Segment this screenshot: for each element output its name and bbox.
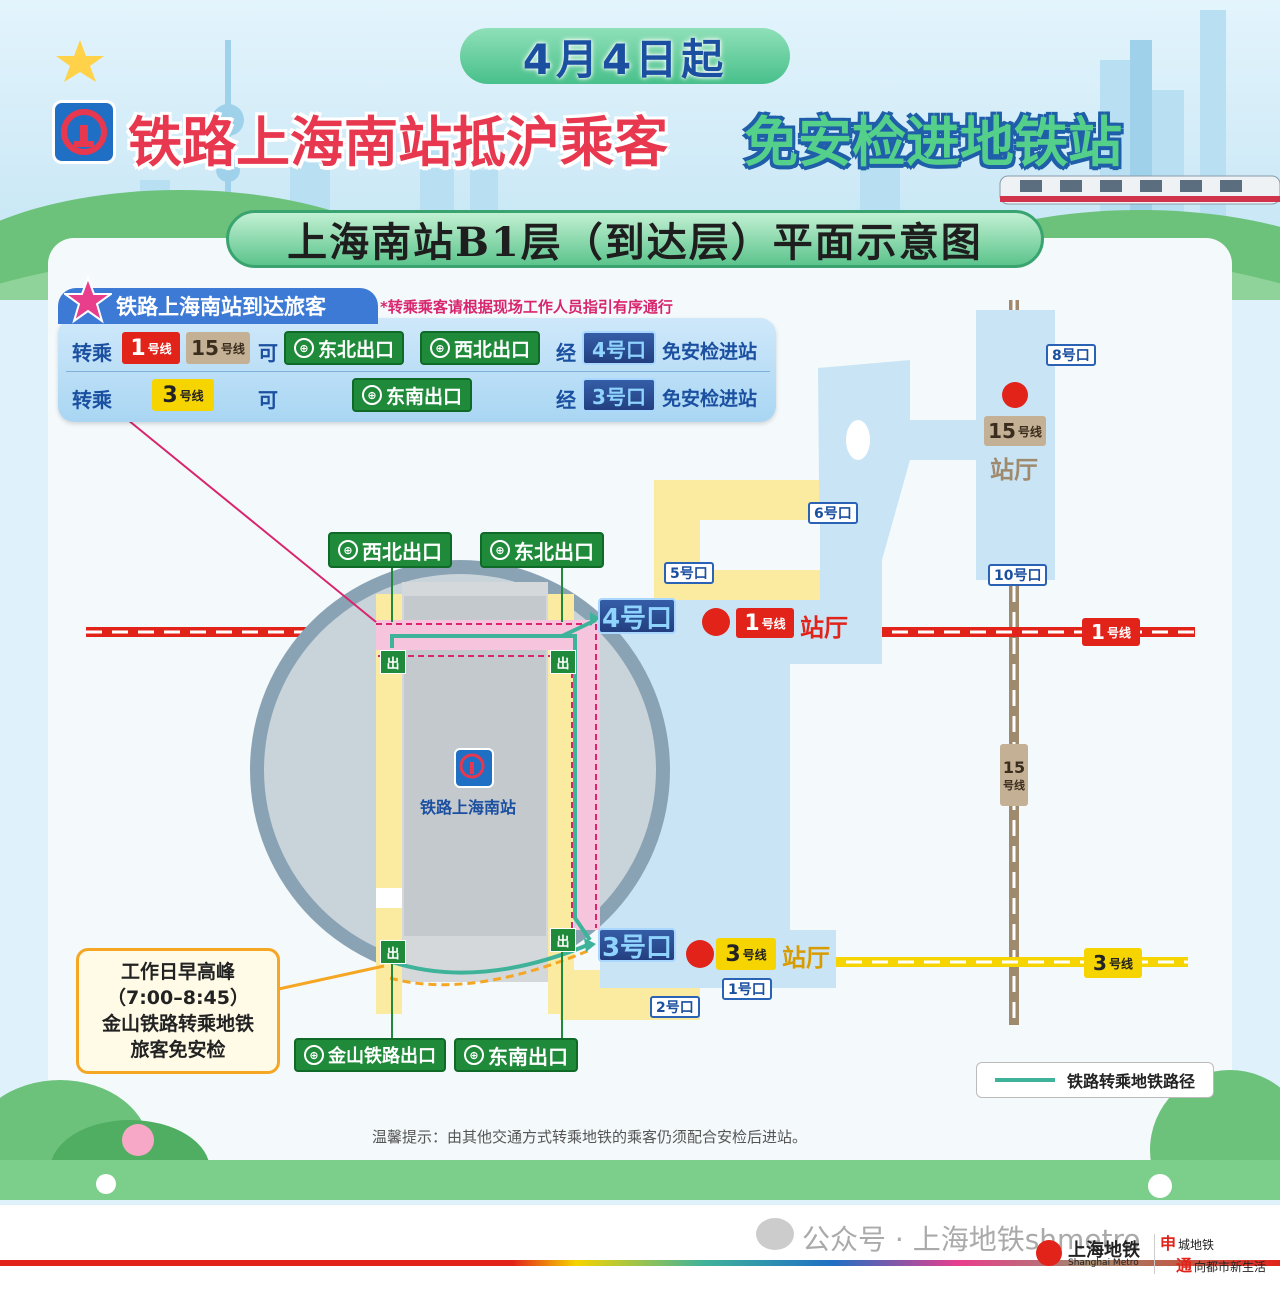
callout-line: 金山铁路转乘地铁	[101, 1013, 254, 1035]
peak-hour-callout: 工作日早高峰 （7:00–8:45） 金山铁路转乘地铁 旅客免安检	[76, 948, 280, 1074]
brand-cn: 上海地铁	[1068, 1240, 1140, 1261]
exit-marker: 出	[550, 928, 576, 952]
gate-6: 6号口	[808, 502, 858, 524]
exit-northeast: ⊕东北出口	[480, 532, 604, 568]
row1-mid: 可	[258, 341, 278, 365]
footer	[0, 1205, 1280, 1289]
slogan1: 城地铁	[1178, 1238, 1215, 1252]
row2-exit-se: ⊕东南出口	[352, 378, 473, 412]
china-railway-logo	[52, 100, 116, 164]
route-swatch	[995, 1078, 1055, 1082]
row1-via: 经	[556, 341, 576, 365]
shanghai-metro-logo-icon	[1036, 1240, 1062, 1266]
exit-marker: 出	[380, 940, 406, 964]
title-part2: 免安检进地铁站	[744, 111, 1122, 174]
gate-5: 5号口	[664, 562, 714, 584]
row1-prefix: 转乘	[72, 341, 112, 365]
gate-3: 3号口	[598, 928, 676, 963]
line3-hall-label: 站厅	[782, 944, 830, 972]
row2-prefix: 转乘	[72, 388, 112, 412]
wechat-account: 公众号 · 上海地铁shmetro	[802, 1223, 1141, 1256]
exit-northwest: ⊕西北出口	[328, 532, 452, 568]
exit-icon: ⊕	[430, 338, 450, 358]
exit-icon: ⊕	[294, 338, 314, 358]
star-icon	[64, 276, 112, 324]
row1-gate: 4号口	[582, 331, 656, 365]
row2-mid: 可	[258, 388, 278, 412]
exit-icon: ⊕	[464, 1045, 484, 1065]
route-legend-label: 铁路转乘地铁路径	[1067, 1072, 1196, 1091]
exit-marker: 出	[550, 650, 576, 674]
title-part1: 铁路上海南站抵沪乘客	[128, 111, 668, 174]
gate-2: 2号口	[650, 996, 700, 1018]
legend-divider	[66, 371, 770, 372]
exit-marker: 出	[380, 650, 406, 674]
brand-en: Shanghai Metro	[1068, 1258, 1139, 1268]
row1-exit-ne: ⊕东北出口	[284, 331, 405, 365]
route-legend: 铁路转乘地铁路径	[976, 1062, 1214, 1098]
slogan1-char: 申	[1160, 1234, 1177, 1253]
railway-station-icon	[454, 748, 494, 788]
metro-logo-icon	[702, 608, 730, 636]
date-banner: 4月4日起	[460, 28, 790, 84]
exit-icon: ⊕	[362, 385, 382, 405]
map-subtitle: 上海南站B1层（到达层）平面示意图	[226, 210, 1044, 268]
footer-divider	[1154, 1234, 1155, 1274]
gate-4: 4号口	[598, 598, 676, 634]
exit-jinshan: ⊕金山铁路出口	[294, 1038, 446, 1072]
slogan2-char: 通	[1176, 1256, 1193, 1275]
row1-suffix: 免安检进站	[662, 341, 758, 363]
line15-hall-label: 站厅	[990, 456, 1038, 484]
wechat-icon	[756, 1218, 794, 1250]
row1-exit-nw: ⊕西北出口	[420, 331, 541, 365]
gate-1: 1号口	[722, 978, 772, 1000]
row2-via: 经	[556, 388, 576, 412]
callout-line: 工作日早高峰	[120, 961, 235, 983]
station-name: 铁路上海南站	[420, 798, 517, 817]
exit-icon: ⊕	[490, 540, 510, 560]
row2-gate: 3号口	[582, 378, 656, 412]
gate-10: 10号口	[988, 564, 1048, 586]
gate-8: 8号口	[1046, 344, 1096, 366]
row2-suffix: 免安检进站	[662, 388, 758, 410]
metro-logo-icon	[1002, 382, 1028, 408]
callout-line: 旅客免安检	[130, 1039, 226, 1061]
metro-logo-icon	[686, 940, 714, 968]
exit-icon: ⊕	[304, 1045, 324, 1065]
exit-icon: ⊕	[338, 540, 358, 560]
slogan2: 向都市新生活	[1194, 1260, 1267, 1274]
warm-tip: 温馨提示：由其他交通方式转乘地铁的乘客仍须配合安检后进站。	[372, 1128, 808, 1146]
legend-note: *转乘乘客请根据现场工作人员指引有序通行	[380, 298, 673, 316]
exit-southeast: ⊕东南出口	[454, 1038, 578, 1072]
callout-line: （7:00–8:45）	[106, 987, 250, 1009]
line1-hall-label: 站厅	[800, 614, 848, 642]
color-stripe	[0, 1260, 1280, 1266]
